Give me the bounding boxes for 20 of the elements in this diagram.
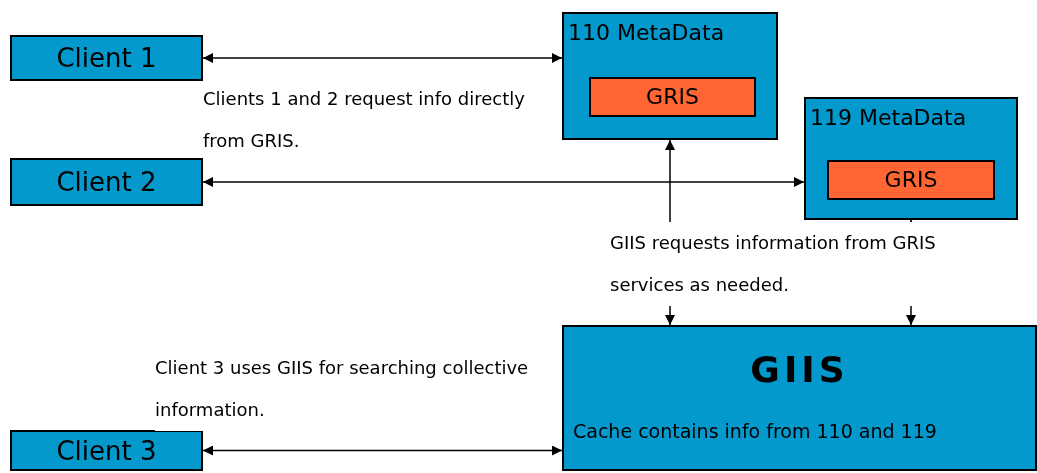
client-label: Client 3 xyxy=(55,435,158,466)
client-box xyxy=(10,158,203,206)
double-arrow xyxy=(202,177,805,187)
server-label: 119 MetaData xyxy=(810,105,967,130)
server-box xyxy=(562,12,778,140)
client-box xyxy=(10,430,203,471)
service-box xyxy=(589,77,756,117)
client-label: Client 2 xyxy=(55,167,158,197)
server-title: GIIS xyxy=(749,349,850,390)
client-label: Client 1 xyxy=(55,43,158,73)
double-arrow xyxy=(202,445,563,456)
service-label: GRIS xyxy=(645,84,700,109)
server-box xyxy=(804,97,1018,220)
server-label: 110 MetaData xyxy=(568,20,725,45)
service-label: GRIS xyxy=(883,167,939,192)
service-box xyxy=(827,160,995,200)
double-arrow xyxy=(202,53,563,63)
client-box xyxy=(10,35,203,81)
index-server-box xyxy=(562,325,1037,471)
server-description: Cache contains info from 110 and 119 xyxy=(573,420,937,442)
